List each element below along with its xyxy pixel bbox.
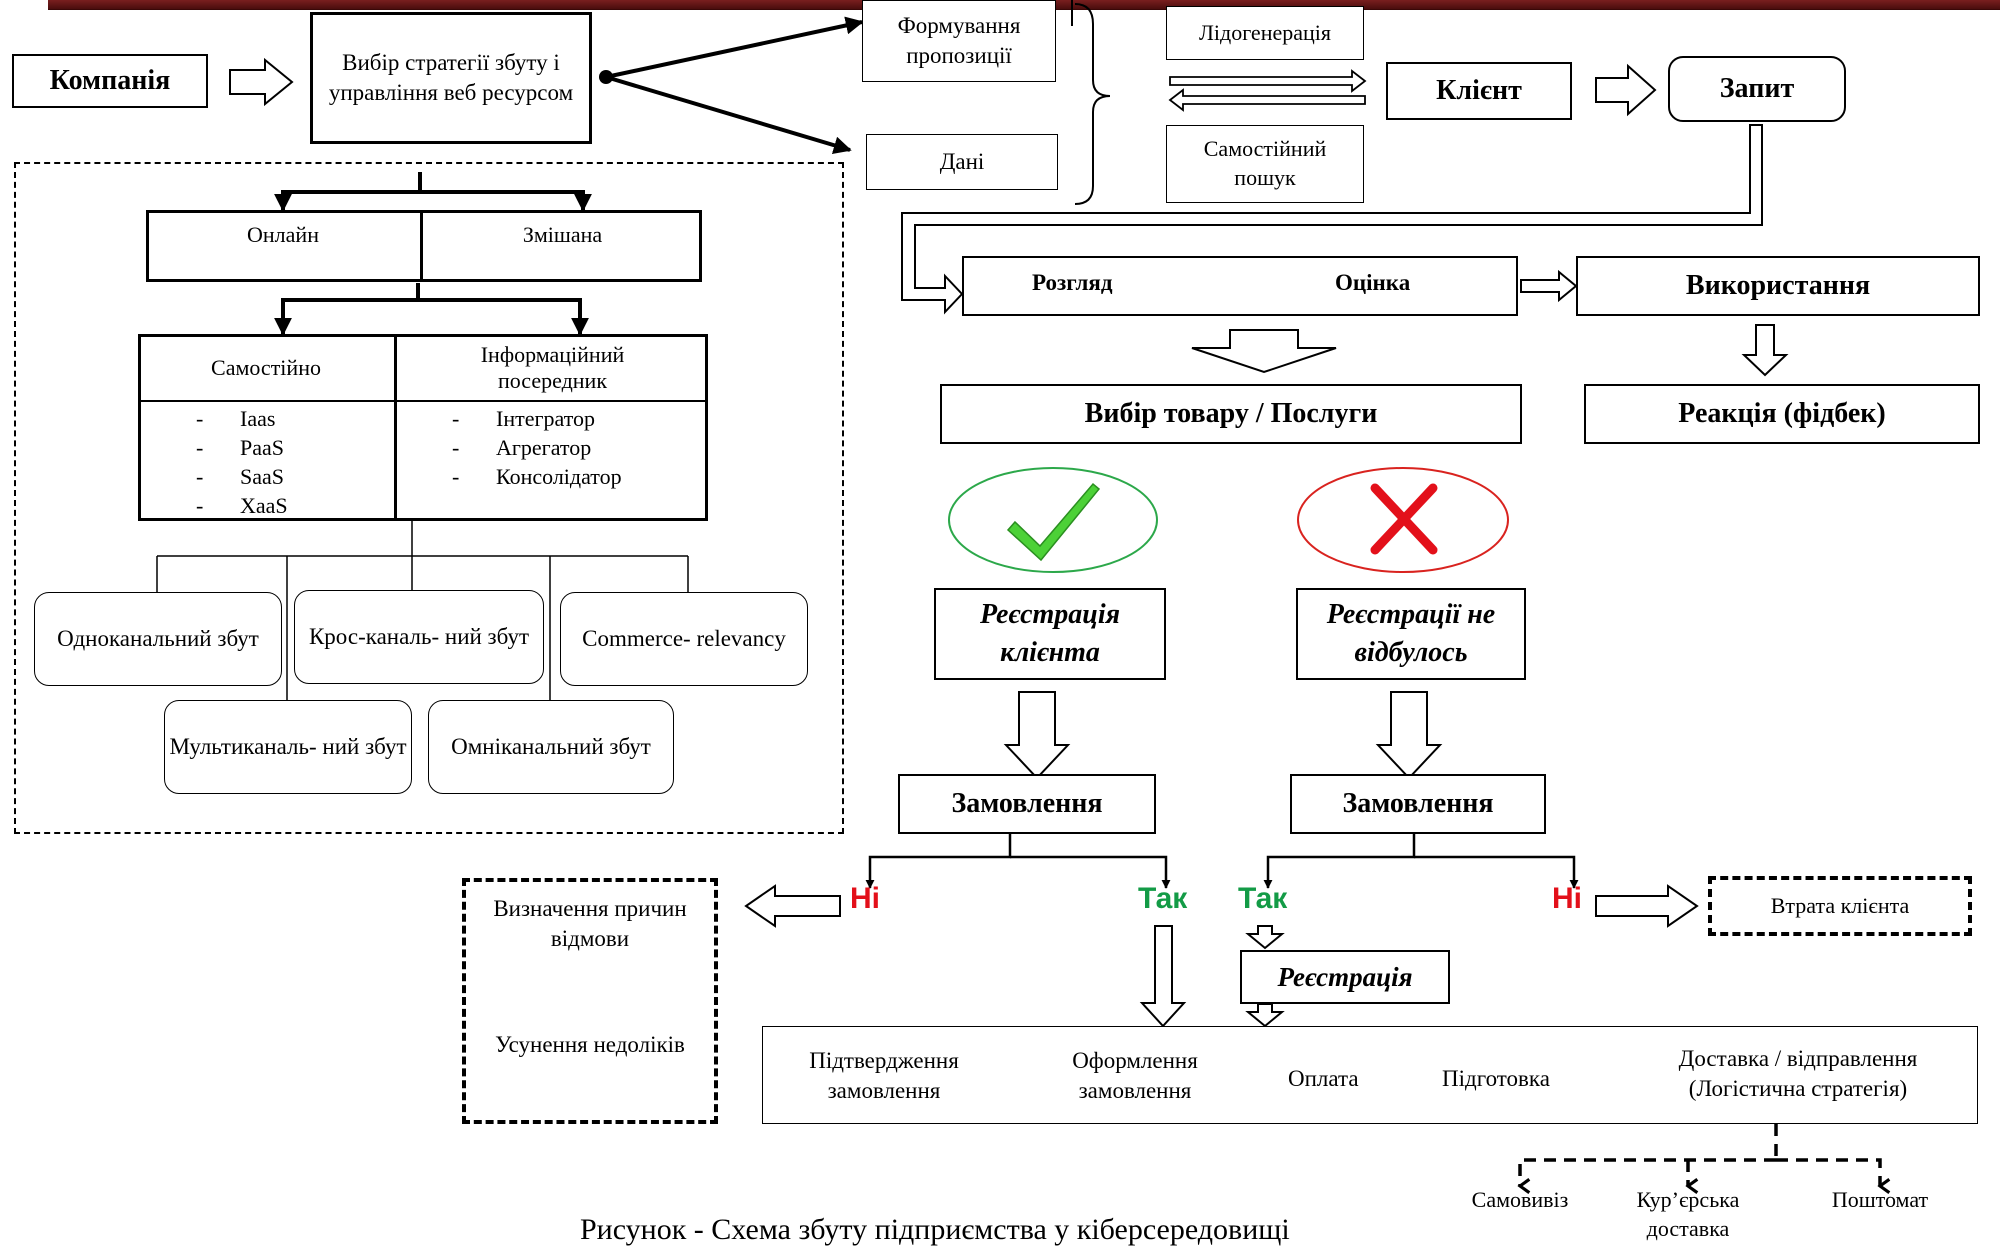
data-box: Дані — [866, 134, 1058, 190]
yes-label-right: Так — [1238, 882, 1288, 915]
figure-caption: Рисунок - Схема збуту підприємства у кіб… — [580, 1213, 1290, 1246]
channel-multi: Мультиканаль- ний збут — [164, 700, 412, 794]
process-payment: Оплата — [1288, 1066, 1359, 1091]
delivery-pickup: Самовивіз — [1471, 1187, 1569, 1212]
hollow-arrow-yes-right — [1245, 925, 1285, 950]
hollow-arrow-left-double — [1168, 88, 1366, 112]
hollow-arrow-client — [1595, 63, 1657, 117]
independent-list: -Iaas -PaaS -SaaS -XaaS — [196, 404, 288, 520]
hollow-arrow-eval — [1520, 269, 1578, 303]
list-item: -XaaS — [196, 493, 288, 518]
proposal-box: Формування пропозиції — [862, 0, 1056, 82]
intermediary-list: -Інтегратор -Агрегатор -Консолідатор — [452, 404, 622, 491]
registration-box: Реєстрація — [1240, 950, 1450, 1004]
list-item: -PaaS — [196, 435, 284, 460]
channel-cross: Крос-каналь- ний збут — [294, 590, 544, 684]
feedback-box: Реакція (фідбек) — [1584, 384, 1980, 444]
online-mixed-divider — [420, 210, 423, 282]
strategy-box: Вибір стратегії збуту і управління веб р… — [310, 12, 592, 144]
self-search-box: Самостійний пошук — [1166, 125, 1364, 203]
usage-box: Використання — [1576, 256, 1980, 316]
hollow-arrow-down-order-left — [1003, 691, 1071, 780]
hollow-arrow-yes-left — [1139, 925, 1187, 1028]
no-label-left: Ні — [850, 882, 880, 915]
hollow-connector-request — [901, 124, 1763, 315]
list-item: -Агрегатор — [452, 435, 592, 460]
intermediary-label: Інформаційний посередник — [480, 341, 625, 393]
independent-label: Самостійно — [211, 354, 321, 380]
list-item: -Iaas — [196, 406, 276, 431]
list-item: -Консолідатор — [452, 464, 622, 489]
delivery-courier: Кур’єрська доставка — [1636, 1187, 1740, 1241]
process-delivery: Доставка / відправлення (Логістична стра… — [1678, 1046, 1918, 1101]
review-label: Розгляд — [1032, 270, 1113, 295]
order-box-left: Замовлення — [898, 774, 1156, 834]
hollow-arrow-no-left — [744, 884, 841, 928]
list-item: -SaaS — [196, 464, 284, 489]
list-item: -Інтегратор — [452, 406, 596, 431]
channel-commerce: Commerce- relevancy — [560, 592, 808, 686]
review-eval-box — [962, 256, 1518, 316]
choice-box: Вибір товару / Послуги — [940, 384, 1522, 444]
refusal-box — [462, 878, 718, 1124]
hollow-arrow-no-right — [1595, 884, 1699, 928]
process-formalize: Оформлення замовлення — [1072, 1048, 1198, 1103]
online-label: Онлайн — [247, 221, 319, 247]
process-prep: Підготовка — [1442, 1066, 1550, 1091]
online-mixed-box — [146, 210, 702, 282]
reg-none-box: Реєстрації не відбулось — [1296, 588, 1526, 680]
hollow-arrow-down-order-right — [1375, 691, 1443, 780]
types-divider-v — [394, 334, 397, 521]
hollow-arrow-right-double — [1169, 69, 1367, 93]
yes-label-left: Так — [1138, 882, 1188, 915]
check-ring — [948, 467, 1158, 573]
evaluation-label: Оцінка — [1335, 270, 1411, 295]
fix-label: Усунення недоліків — [495, 1032, 685, 1057]
hollow-arrow-down-choice — [1191, 329, 1337, 374]
no-label-right: Ні — [1552, 882, 1582, 915]
order-box-right: Замовлення — [1290, 774, 1546, 834]
reg-client-box: Реєстрація клієнта — [934, 588, 1166, 680]
company-box: Компанія — [12, 54, 208, 108]
reasons-label: Визначення причин відмови — [493, 896, 687, 951]
check-icon — [1006, 482, 1101, 562]
hollow-arrow-company — [229, 57, 294, 107]
loss-box: Втрата клієнта — [1708, 876, 1972, 936]
mixed-label: Змішана — [522, 221, 603, 247]
hollow-arrow-registration-down — [1245, 1003, 1285, 1028]
types-box — [138, 334, 708, 521]
channel-omni: Омніканальний збут — [428, 700, 674, 794]
request-box: Запит — [1668, 56, 1846, 122]
strategy-panel — [14, 162, 844, 834]
delivery-postomat: Поштомат — [1831, 1187, 1929, 1212]
process-box — [762, 1026, 1978, 1124]
leadgen-box: Лідогенерація — [1166, 6, 1364, 60]
hollow-arrow-down-feedback — [1741, 324, 1789, 377]
channel-single: Одноканальний збут — [34, 592, 282, 686]
curly-brace — [1074, 3, 1111, 205]
cross-icon — [1370, 483, 1438, 555]
process-confirm: Підтвердження замовлення — [809, 1048, 959, 1103]
types-divider-h — [138, 400, 708, 402]
client-box: Клієнт — [1386, 62, 1572, 120]
